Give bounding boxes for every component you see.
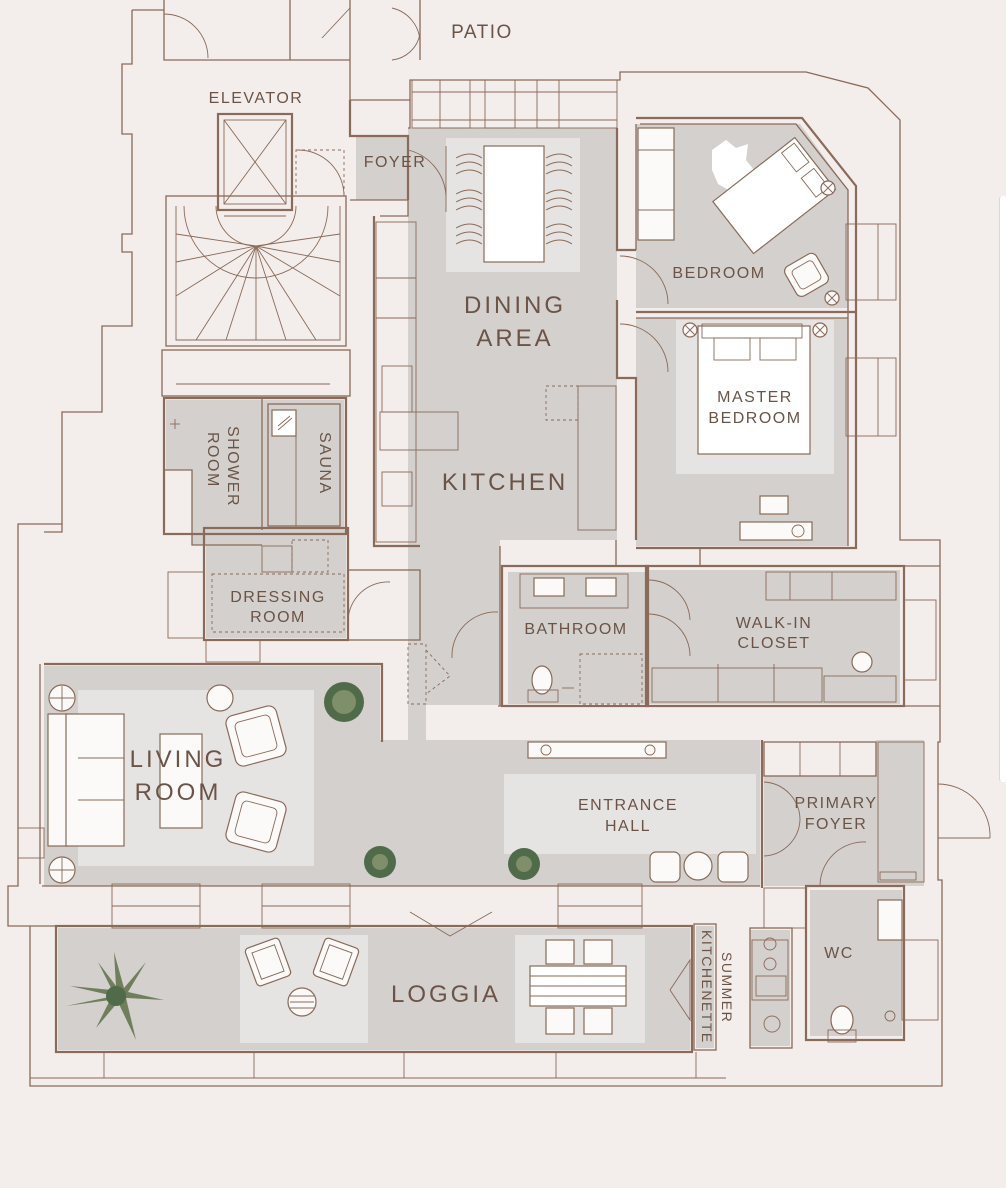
label-summer-2: KITCHENETTE — [699, 930, 715, 1044]
closet-fixtures — [651, 571, 897, 703]
label-shower-2: ROOM — [204, 432, 221, 488]
label-dining-2: AREA — [476, 325, 553, 352]
master-bed — [682, 322, 828, 541]
label-kitchen: KITCHEN — [442, 469, 568, 496]
label-living-2: ROOM — [135, 779, 222, 806]
sauna-fixtures — [170, 409, 297, 526]
kitchen-counter — [375, 221, 617, 543]
label-patio: PATIO — [451, 22, 513, 43]
label-shower-1: SHOWER — [224, 426, 241, 507]
label-dressing-2: ROOM — [250, 609, 306, 626]
interior-walls — [30, 79, 940, 1079]
label-elevator: ELEVATOR — [209, 90, 304, 107]
palm-plant-icon — [66, 952, 164, 1040]
label-summer-1: SUMMER — [719, 952, 735, 1023]
door-swings — [163, 6, 991, 887]
stair-treads — [175, 233, 341, 341]
living-furniture — [17, 684, 287, 884]
label-bedroom: BEDROOM — [672, 265, 765, 282]
plant-icon — [324, 682, 364, 722]
label-bathroom: BATHROOM — [524, 621, 627, 638]
label-loggia: LOGGIA — [391, 981, 501, 1008]
label-living-1: LIVING — [130, 746, 227, 773]
label-entrance-1: ENTRANCE — [578, 797, 678, 814]
label-dining-1: DINING — [464, 292, 566, 319]
dining-table — [455, 145, 573, 263]
elevator-and-stairs — [175, 112, 345, 341]
label-primary-2: FOYER — [805, 816, 868, 833]
label-foyer: FOYER — [364, 154, 427, 171]
label-sauna: SAUNA — [316, 432, 333, 495]
label-master-1: MASTER — [717, 389, 793, 406]
entrance-furniture — [540, 744, 749, 883]
loggia-furniture — [244, 937, 627, 1035]
label-walkin-2: CLOSET — [737, 635, 810, 652]
label-entrance-2: HALL — [605, 818, 651, 835]
label-master-2: BEDROOM — [708, 410, 801, 427]
label-primary-1: PRIMARY — [794, 795, 877, 812]
bedroom-furniture — [637, 127, 840, 306]
label-wc: WC — [824, 945, 854, 962]
label-walkin-1: WALK-IN — [736, 615, 813, 632]
wc-fixtures — [755, 899, 903, 1043]
plant-icon — [364, 846, 396, 878]
plant-icon — [508, 848, 540, 880]
bathroom-fixtures — [519, 573, 629, 703]
scrollbar-edge[interactable] — [999, 196, 1006, 782]
dressing-fixtures — [211, 539, 345, 633]
room-labels: PATIO ELEVATOR FOYER DINING AREA BEDROOM… — [130, 22, 877, 1044]
label-dressing-1: DRESSING — [230, 589, 326, 606]
